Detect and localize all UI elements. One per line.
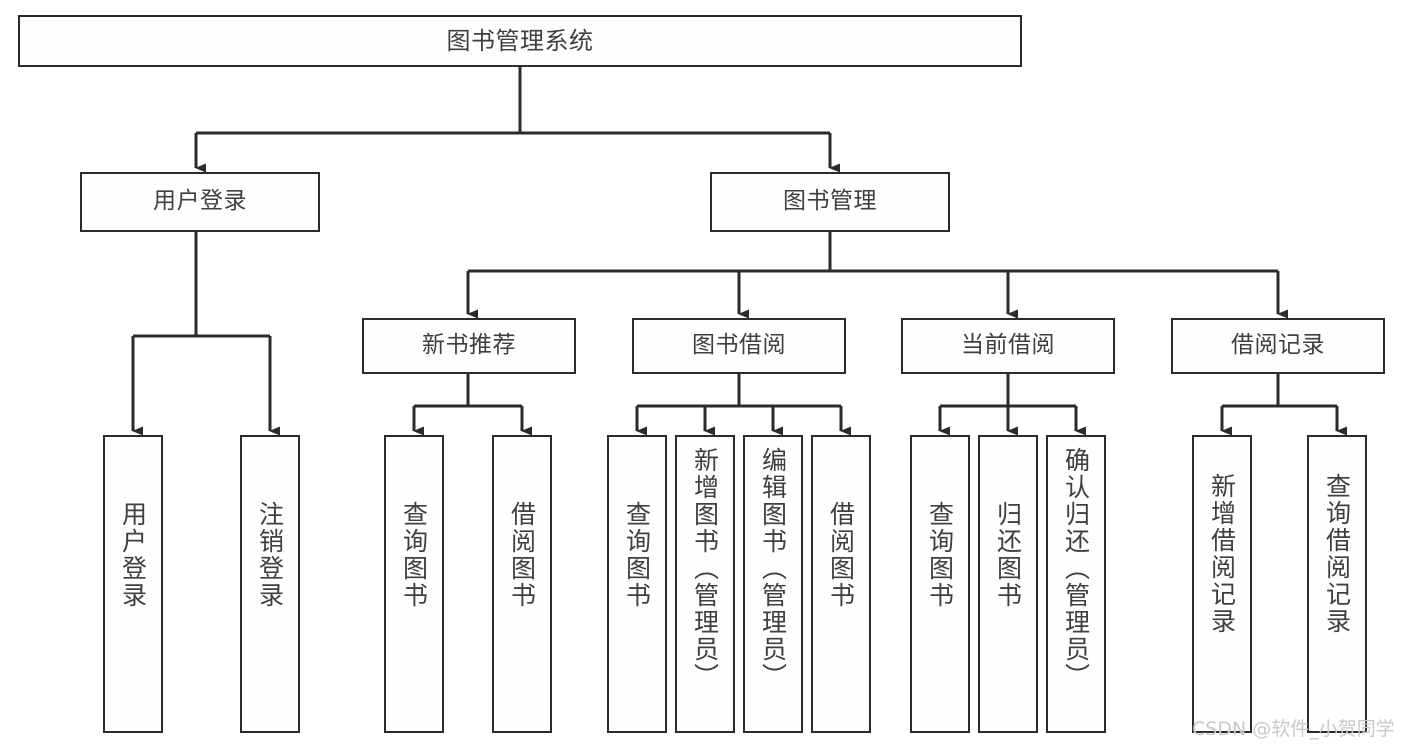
node-leaf-query-book-2[interactable]: 查询图书 [607, 435, 667, 733]
node-leaf-edit-book-label: 编辑图书（管理员） [758, 447, 788, 690]
node-leaf-confirm-return[interactable]: 确认归还（管理员） [1046, 435, 1106, 733]
node-book-management-label: 图书管理 [783, 188, 877, 215]
node-leaf-borrow-book-2[interactable]: 借阅图书 [811, 435, 871, 733]
node-leaf-return-book-label: 归还图书 [993, 501, 1023, 609]
node-leaf-query-record[interactable]: 查询借阅记录 [1307, 435, 1367, 733]
node-book-borrow-label: 图书借阅 [692, 332, 786, 359]
node-leaf-query-book-2-label: 查询图书 [622, 501, 652, 609]
node-leaf-add-book-label: 新增图书（管理员） [690, 447, 720, 690]
node-new-book-recommend-label: 新书推荐 [422, 332, 516, 359]
node-leaf-query-book-1-label: 查询图书 [399, 501, 429, 609]
node-leaf-query-record-label: 查询借阅记录 [1322, 473, 1352, 635]
node-leaf-user-login-label: 用户登录 [118, 501, 148, 609]
node-leaf-confirm-return-label: 确认归还（管理员） [1061, 447, 1091, 690]
node-leaf-borrow-book-1[interactable]: 借阅图书 [492, 435, 552, 733]
node-root-label: 图书管理系统 [446, 26, 594, 55]
node-leaf-logout-login-label: 注销登录 [255, 501, 285, 609]
node-current-borrow-label: 当前借阅 [961, 332, 1055, 359]
node-leaf-edit-book[interactable]: 编辑图书（管理员） [743, 435, 803, 733]
node-borrow-record-label: 借阅记录 [1231, 332, 1325, 359]
node-leaf-return-book[interactable]: 归还图书 [978, 435, 1038, 733]
csdn-watermark: CSDN @软件_小贺同学 [1192, 718, 1395, 740]
node-book-management[interactable]: 图书管理 [710, 172, 950, 232]
node-leaf-add-record-label: 新增借阅记录 [1207, 473, 1237, 635]
node-leaf-borrow-book-1-label: 借阅图书 [507, 501, 537, 609]
node-leaf-query-book-3[interactable]: 查询图书 [910, 435, 970, 733]
node-root[interactable]: 图书管理系统 [18, 15, 1022, 67]
node-leaf-user-login[interactable]: 用户登录 [103, 435, 163, 733]
node-leaf-add-record[interactable]: 新增借阅记录 [1192, 435, 1252, 733]
node-leaf-logout-login[interactable]: 注销登录 [240, 435, 300, 733]
node-new-book-recommend[interactable]: 新书推荐 [362, 318, 576, 374]
node-borrow-record[interactable]: 借阅记录 [1171, 318, 1385, 374]
node-user-login-label: 用户登录 [153, 188, 247, 215]
node-leaf-query-book-3-label: 查询图书 [925, 501, 955, 609]
node-leaf-borrow-book-2-label: 借阅图书 [826, 501, 856, 609]
node-current-borrow[interactable]: 当前借阅 [901, 318, 1115, 374]
node-leaf-query-book-1[interactable]: 查询图书 [384, 435, 444, 733]
node-leaf-add-book[interactable]: 新增图书（管理员） [675, 435, 735, 733]
node-user-login[interactable]: 用户登录 [80, 172, 320, 232]
node-book-borrow[interactable]: 图书借阅 [632, 318, 846, 374]
